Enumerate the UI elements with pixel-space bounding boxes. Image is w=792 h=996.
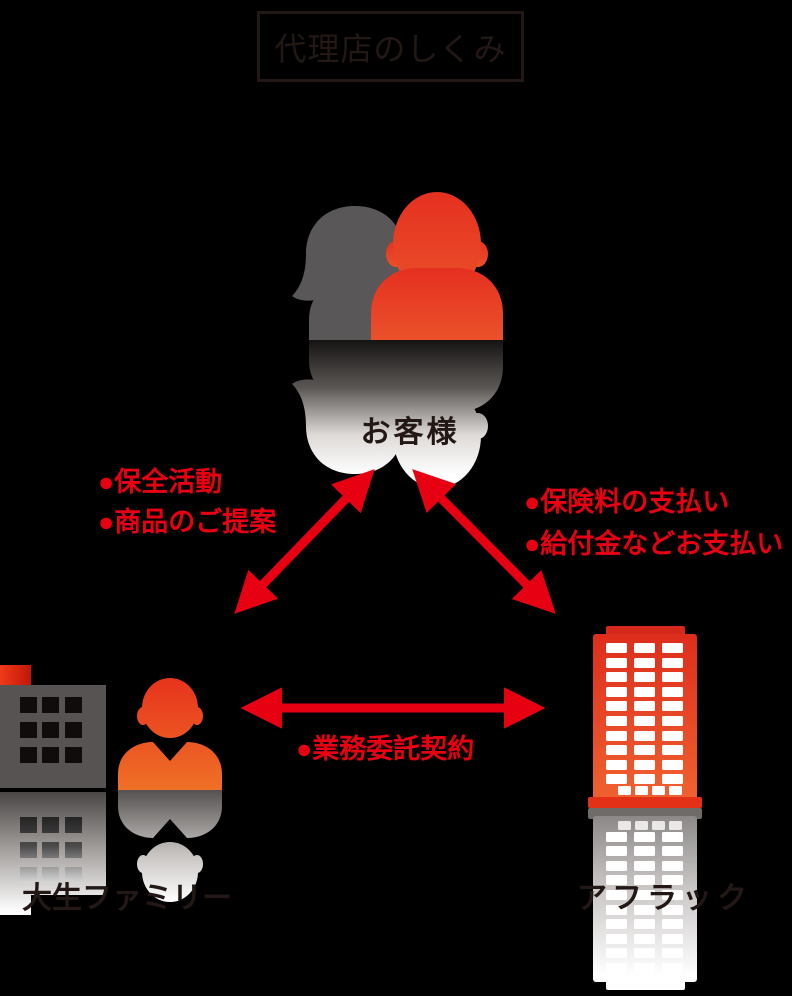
relation-item: ●商品のご提案 xyxy=(98,507,277,537)
relation-item: ●業務委託契約 xyxy=(296,734,475,764)
relation-item: ●給付金などお支払い xyxy=(524,529,784,559)
arrow-agency-customer xyxy=(234,469,375,614)
diagram-title: 代理店のしくみ xyxy=(274,30,507,67)
customer-pair-icon xyxy=(292,192,503,340)
arrow-customer-insurer xyxy=(412,469,556,614)
agency-insurer-items: ●業務委託契約 xyxy=(296,729,474,769)
agency-building-icon xyxy=(0,665,106,788)
relation-item: ●保全活動 xyxy=(98,467,223,497)
customer-insurer-items: ●保険料の支払い ●給付金などお支払い xyxy=(524,481,783,565)
insurer-building-icon xyxy=(588,626,702,808)
customer-label: お客様 xyxy=(360,416,460,449)
insurer-label: アフラック xyxy=(577,882,752,915)
agency-customer-items: ●保全活動 ●商品のご提案 xyxy=(98,462,276,542)
relation-item: ●保険料の支払い xyxy=(524,487,730,517)
agency-agent-icon xyxy=(118,678,222,790)
diagram-title-box: 代理店のしくみ xyxy=(257,11,524,82)
agency-label: 大生ファミリー xyxy=(22,882,232,915)
